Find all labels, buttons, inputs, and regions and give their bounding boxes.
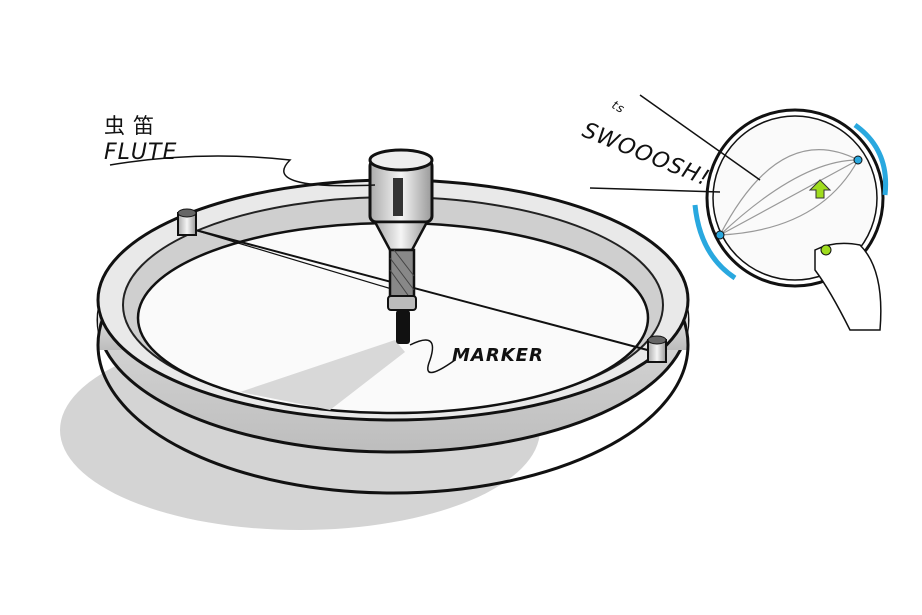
flute-marker-device [368, 148, 434, 344]
flute-leader-line [109, 155, 376, 187]
hand-icon [814, 242, 882, 331]
marker-leader-line [409, 339, 456, 374]
marker-trail [240, 340, 405, 410]
ring-frame [96, 178, 690, 495]
rotate-arrow-bottom-icon [692, 204, 737, 281]
anchor-post-left [177, 208, 197, 236]
inset-detail [589, 94, 889, 331]
anchor-post-right [647, 335, 667, 363]
flute-label: FLUTE [104, 140, 178, 165]
flute-chinese-label: 虫笛 [104, 114, 162, 138]
rotate-arrow-top-icon [853, 122, 889, 196]
tension-wire [187, 227, 656, 353]
marker-label: MARKER [452, 345, 544, 366]
